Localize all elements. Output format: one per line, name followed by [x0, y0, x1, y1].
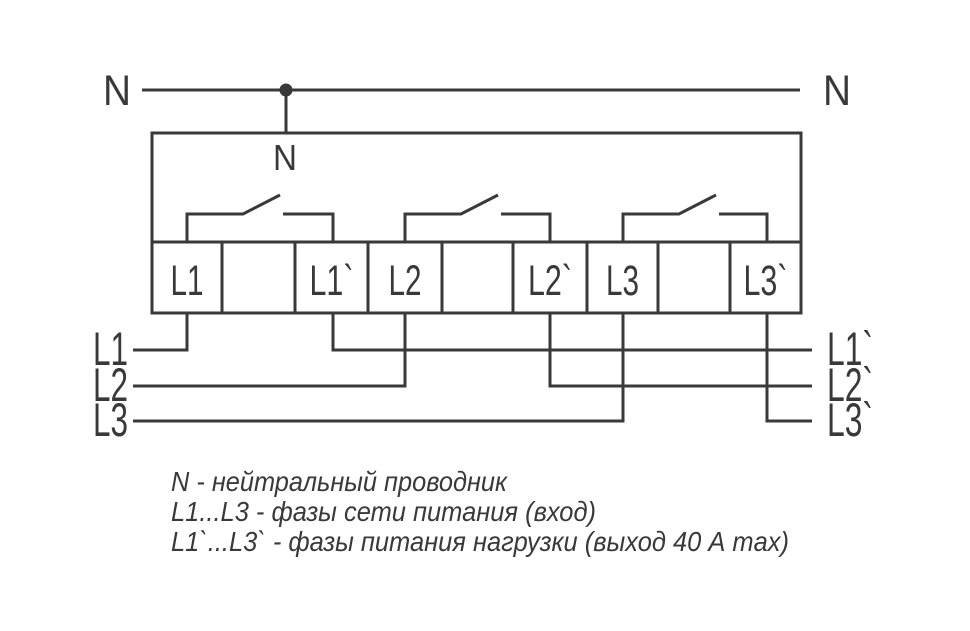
switch-contacts	[185, 193, 769, 242]
output-wire-l1	[331, 313, 812, 352]
terminal-label-l2-out: L2`	[528, 257, 572, 305]
switch-contact-2	[403, 193, 552, 242]
switch-contact-3	[621, 193, 769, 242]
input-label-l3: L3	[93, 393, 128, 446]
legend: N - нейтральный проводник L1...L3 - фазы…	[171, 466, 789, 557]
output-wire-l2	[548, 313, 812, 388]
output-wiring: L1` L2` L3`	[331, 313, 873, 446]
terminal-label-l3-out: L3`	[744, 257, 788, 305]
output-label-l3: L3`	[827, 393, 873, 446]
terminal-label-l2: L2	[389, 257, 422, 305]
legend-line-inputs: L1...L3 - фазы сети питания (вход)	[171, 496, 596, 527]
terminal-label-l3: L3	[606, 257, 639, 305]
output-label-l2: L2`	[827, 358, 873, 411]
legend-line-outputs: L1`...L3` - фазы питания нагрузки (выход…	[171, 526, 789, 557]
device-outline	[150, 131, 803, 315]
input-wire-l1	[133, 313, 189, 352]
terminal-dividers	[220, 242, 732, 313]
terminal-labels: L1 L1` L2 L2` L3 L3`	[171, 257, 788, 305]
input-wiring: L1 L2 L3	[93, 313, 625, 446]
input-wire-l2	[133, 313, 407, 388]
neutral-label-left: N	[103, 67, 131, 115]
device-neutral-label: N	[273, 137, 297, 178]
input-label-l2: L2	[93, 358, 128, 411]
output-wire-l3	[765, 313, 812, 423]
neutral-label-right: N	[823, 67, 851, 115]
device-body: N L1 L1` L2 L2` L3 L3`	[150, 131, 803, 315]
terminal-label-l1: L1	[171, 257, 204, 305]
input-label-l1: L1	[93, 322, 128, 375]
neutral-bus: N N	[103, 67, 851, 133]
legend-line-neutral: N - нейтральный проводник	[171, 466, 509, 497]
switch-contact-1	[185, 193, 335, 242]
terminal-label-l1-out: L1`	[310, 257, 354, 305]
output-label-l1: L1`	[827, 322, 873, 375]
